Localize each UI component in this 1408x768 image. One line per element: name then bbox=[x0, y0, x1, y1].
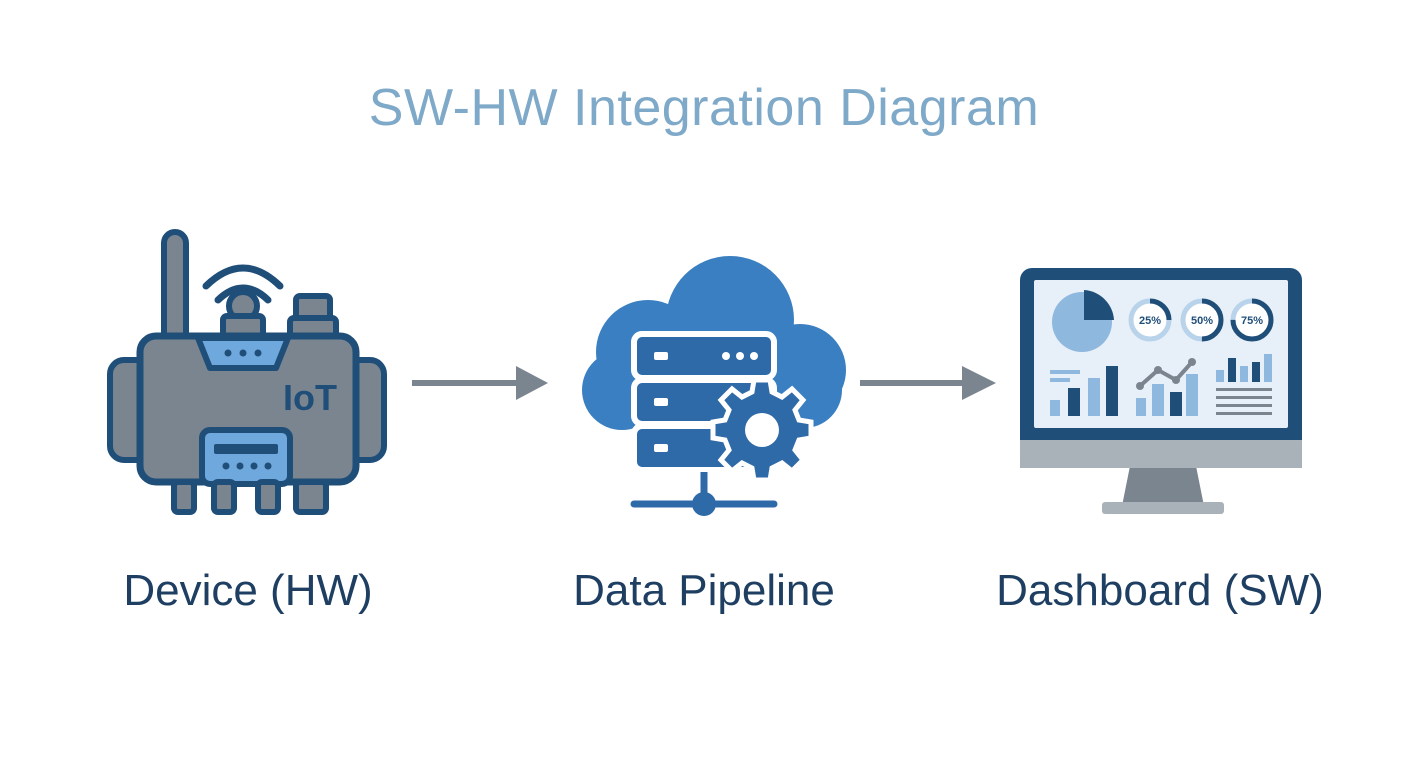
gauge-fill bbox=[1180, 298, 1224, 342]
monitor-dashboard-icon: 25% 50% 75% bbox=[1020, 268, 1302, 514]
iot-badge: IoT bbox=[283, 377, 337, 418]
gauge-label: 75% bbox=[1241, 315, 1263, 327]
diagram-title: SW-HW Integration Diagram bbox=[368, 79, 1040, 137]
gauge-row: 25% 50% 75% bbox=[1128, 298, 1274, 342]
gear-icon bbox=[710, 377, 814, 483]
gauge-fill bbox=[1230, 298, 1274, 342]
flow-arrow-2 bbox=[860, 366, 996, 400]
wifi-arc-inner bbox=[214, 284, 272, 304]
gauge-fill bbox=[1128, 298, 1172, 342]
cloud-server-gear-icon bbox=[582, 256, 846, 516]
iot-device-icon: IoT bbox=[107, 229, 387, 515]
wifi-arc-outer bbox=[202, 264, 284, 290]
node-label-pipeline: Data Pipeline bbox=[573, 566, 835, 615]
gauge-label: 50% bbox=[1191, 315, 1213, 327]
flow-arrow-1 bbox=[412, 366, 548, 400]
gauge-label: 25% bbox=[1139, 315, 1161, 327]
node-label-dashboard: Dashboard (SW) bbox=[996, 566, 1324, 615]
node-label-device: Device (HW) bbox=[123, 566, 373, 615]
